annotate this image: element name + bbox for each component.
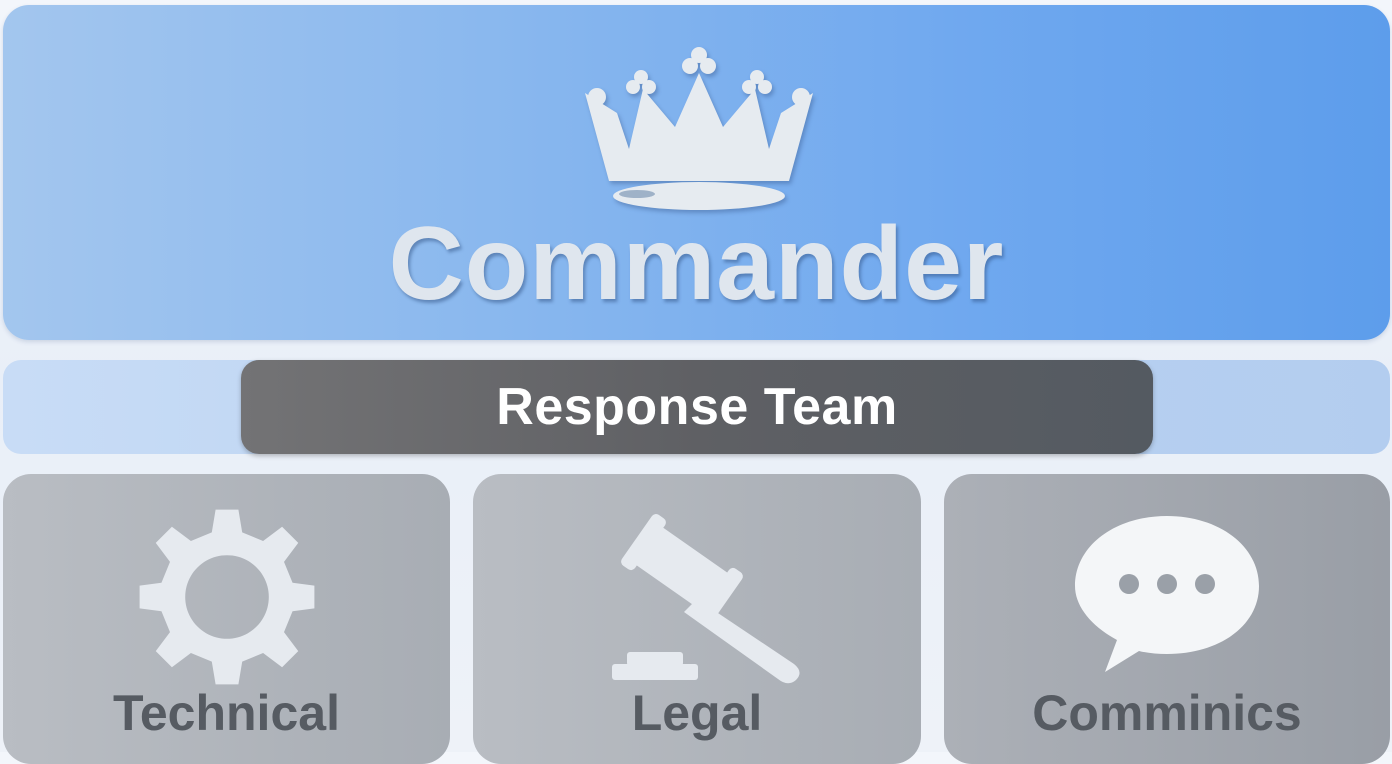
commander-title: Commander xyxy=(388,206,1005,322)
gear-icon xyxy=(139,509,314,685)
technical-label: Technical xyxy=(113,685,340,741)
technical-card: Technical xyxy=(3,474,450,764)
gavel-icon xyxy=(612,514,800,684)
crown-icon xyxy=(585,47,813,210)
speech-bubble-icon xyxy=(1075,516,1259,672)
legal-card: Legal xyxy=(473,474,921,764)
response-team-bar: Response Team xyxy=(241,360,1153,454)
communications-card: Comminics xyxy=(944,474,1390,764)
legal-label: Legal xyxy=(631,685,763,741)
response-team-label: Response Team xyxy=(496,378,898,436)
commander-panel: Commander xyxy=(3,5,1390,340)
communications-label: Comminics xyxy=(1032,685,1302,741)
